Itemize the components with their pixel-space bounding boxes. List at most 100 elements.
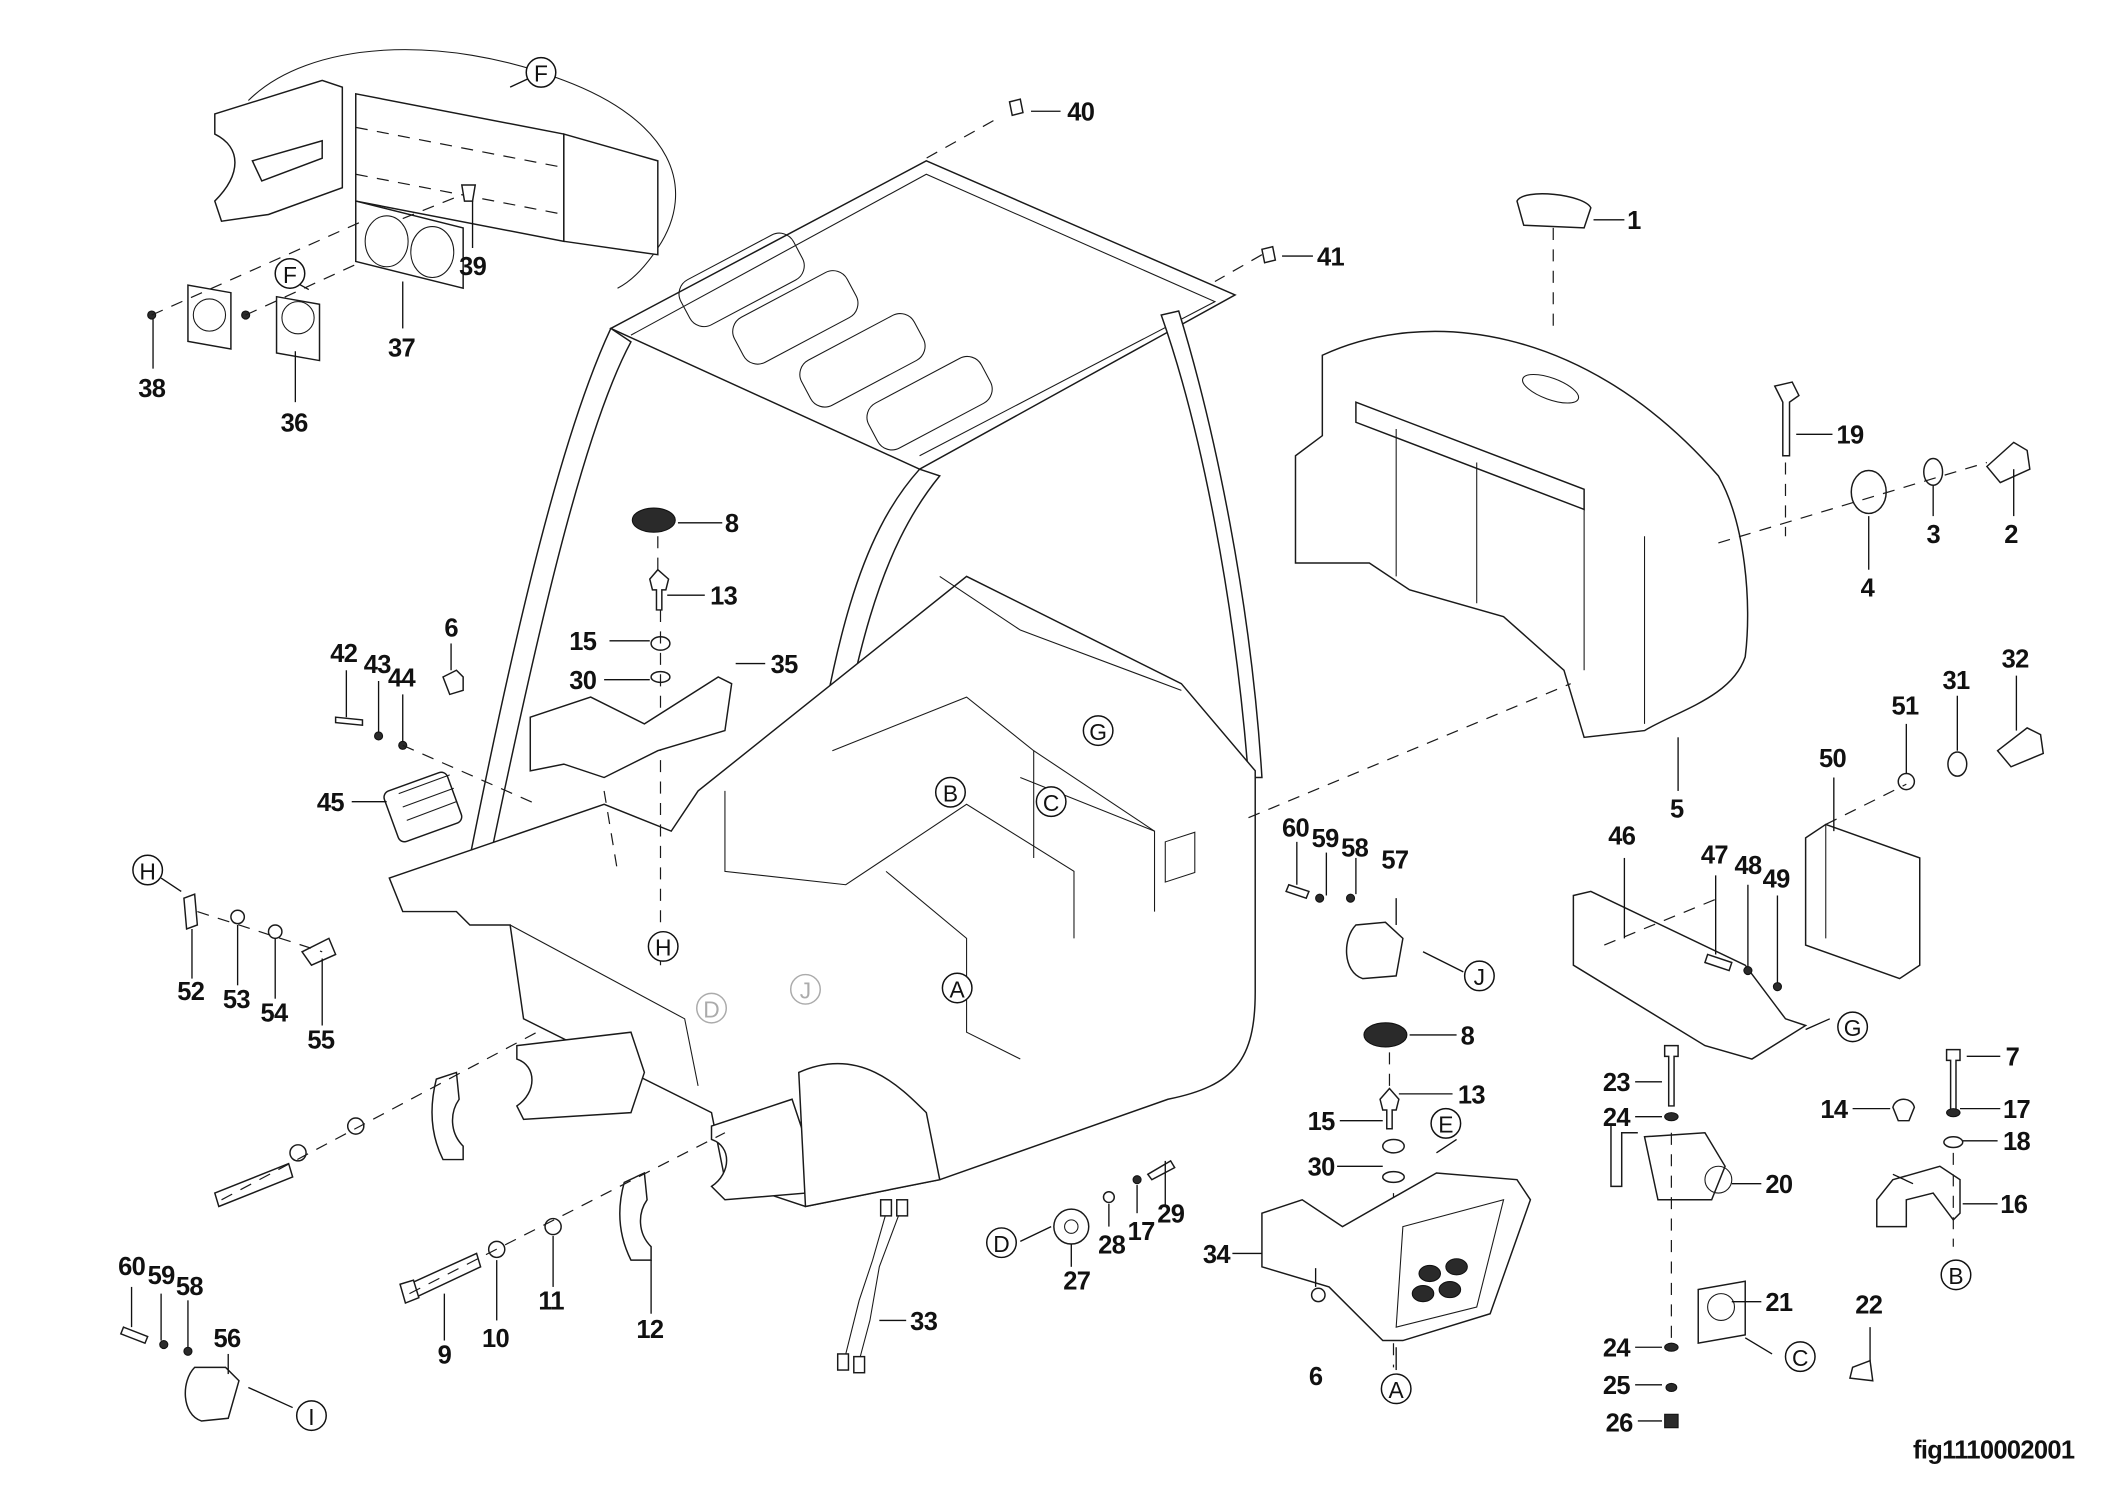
fan-screw <box>147 184 477 320</box>
callout-7: 7 <box>2006 1044 2020 1072</box>
stack-fasteners <box>1663 1044 1874 1429</box>
cap-screw-55 <box>300 937 337 967</box>
callout-28: 28 <box>1098 1231 1126 1259</box>
fan-mount-plate <box>355 200 464 290</box>
leader-lines <box>130 77 2018 1422</box>
svg-text:H: H <box>139 858 155 884</box>
light-bolt-washers <box>334 716 408 750</box>
rubber-cap <box>631 507 1408 1048</box>
bolt-left <box>213 1162 294 1208</box>
rear-fender-panel <box>213 49 677 289</box>
callout-32: 32 <box>2002 646 2030 674</box>
controller-tray <box>1572 890 1808 1060</box>
callout-58: 58 <box>1341 835 1369 863</box>
callout-48: 48 <box>1734 852 1762 880</box>
ref-marker-b: B <box>934 776 966 808</box>
callout-15: 15 <box>569 628 597 656</box>
ref-marker-b: B <box>1940 1259 1972 1291</box>
clip-nut-40 <box>1008 98 1024 117</box>
callout-15: 15 <box>1308 1108 1336 1136</box>
callout-39: 39 <box>459 253 487 281</box>
cable-clamp-56 <box>119 1326 240 1422</box>
connector-21 <box>1697 1280 1746 1345</box>
ref-marker-j: J <box>789 973 821 1005</box>
callout-1: 1 <box>1627 207 1641 235</box>
callout-22: 22 <box>1855 1292 1883 1320</box>
wiring-harness <box>836 1199 909 1374</box>
plate-h-bracket <box>183 893 199 931</box>
callout-17: 17 <box>1128 1218 1156 1246</box>
svg-text:E: E <box>1438 1112 1453 1138</box>
callout-13: 13 <box>1458 1081 1486 1109</box>
callout-55: 55 <box>307 1026 335 1054</box>
svg-text:F: F <box>283 262 297 288</box>
callout-8: 8 <box>1461 1022 1475 1050</box>
callout-35: 35 <box>771 651 799 679</box>
callout-43: 43 <box>364 651 392 679</box>
callout-3: 3 <box>1926 521 1940 549</box>
clip-nut-41 <box>1261 245 1277 264</box>
svg-text:F: F <box>534 61 548 87</box>
callout-12: 12 <box>636 1316 664 1344</box>
callout-30: 30 <box>1308 1154 1336 1182</box>
clamp-12 <box>431 1071 652 1261</box>
controller-bolt-washers <box>1897 727 2045 791</box>
callout-31: 31 <box>1943 667 1971 695</box>
callout-24: 24 <box>1603 1335 1632 1363</box>
callout-labels: 1 2 3 4 5 6 6 7 8 8 9 10 11 12 13 13 14 … <box>118 99 2031 1438</box>
callout-40: 40 <box>1067 99 1095 127</box>
bolt-washers-2-3-4 <box>1850 441 2031 515</box>
callout-41: 41 <box>1317 243 1345 271</box>
callout-59: 59 <box>148 1262 176 1290</box>
svg-text:G: G <box>1844 1015 1862 1041</box>
controller-module <box>1804 823 1921 980</box>
contactor <box>1610 1126 1733 1201</box>
callout-18: 18 <box>2003 1128 2031 1156</box>
work-light <box>383 771 463 843</box>
callout-38: 38 <box>138 375 166 403</box>
callout-14: 14 <box>1820 1096 1849 1124</box>
counterweight-cover <box>1294 330 1749 739</box>
callout-13: 13 <box>710 583 738 611</box>
svg-text:A: A <box>1389 1377 1405 1403</box>
callout-44: 44 <box>388 664 417 692</box>
ref-marker-f: F <box>525 56 557 88</box>
ref-marker-h: H <box>647 930 679 962</box>
callout-54: 54 <box>260 1000 289 1028</box>
tray-fasteners <box>1704 953 1783 992</box>
callout-20: 20 <box>1765 1171 1793 1199</box>
callout-49: 49 <box>1763 865 1791 893</box>
svg-text:I: I <box>308 1404 314 1430</box>
bolt-7-stack <box>1892 1048 1964 1149</box>
washers-10-11 <box>289 1117 562 1259</box>
callout-6: 6 <box>1309 1363 1323 1391</box>
washers-53-54 <box>230 909 283 940</box>
reference-markers: A A B B C C D D E F F G G H H I J J <box>132 56 1972 1432</box>
mounting-bracket-16 <box>1876 1165 1961 1228</box>
ref-marker-g: G <box>1837 1011 1869 1043</box>
connector-pin <box>442 669 1325 903</box>
step-bracket-left <box>529 676 733 779</box>
callout-16: 16 <box>2000 1191 2028 1219</box>
callout-29: 29 <box>1157 1201 1185 1229</box>
ref-marker-c: C <box>1035 786 1067 818</box>
callout-50: 50 <box>1819 745 1847 773</box>
ref-marker-c: C <box>1784 1341 1816 1373</box>
step-assembly <box>1261 1172 1532 1342</box>
svg-text:J: J <box>1474 964 1485 990</box>
ref-marker-j: J <box>1463 960 1495 992</box>
cable-clamp-57 <box>1285 883 1404 980</box>
callout-27: 27 <box>1063 1268 1091 1296</box>
callout-53: 53 <box>223 986 251 1014</box>
ref-marker-f: F <box>274 257 306 289</box>
callout-45: 45 <box>317 789 345 817</box>
callout-6: 6 <box>444 615 458 643</box>
callout-36: 36 <box>281 410 309 438</box>
latch-pin-19 <box>1773 381 1800 457</box>
svg-text:C: C <box>1792 1345 1808 1371</box>
callout-5: 5 <box>1670 796 1684 824</box>
callout-52: 52 <box>177 978 205 1006</box>
callout-19: 19 <box>1837 422 1865 450</box>
callout-34: 34 <box>1203 1241 1232 1269</box>
